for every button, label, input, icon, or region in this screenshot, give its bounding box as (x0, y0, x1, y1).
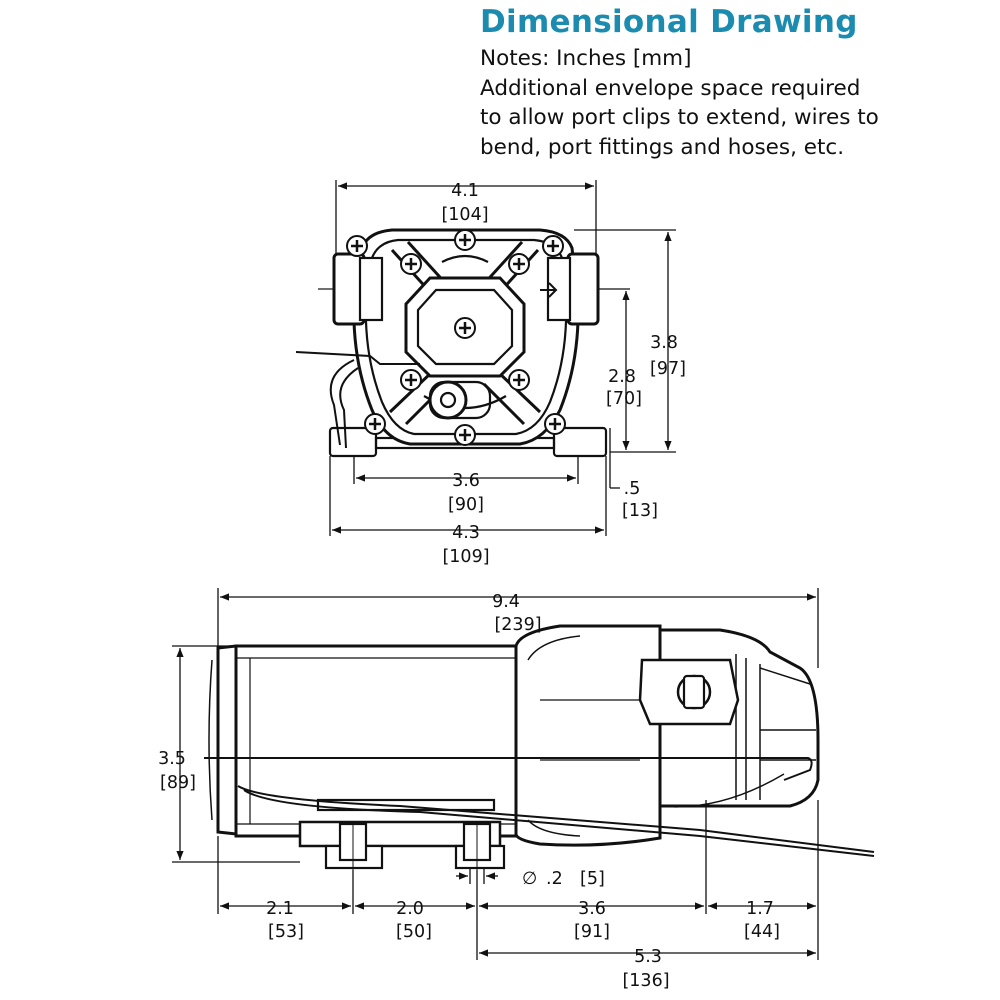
dim-mount-spacing-mm: [90] (448, 495, 484, 515)
end-view-pump (295, 228, 608, 458)
dim-port-height-mm: [70] (606, 389, 642, 409)
dim-mount-spacing-in: 3.6 (452, 471, 480, 491)
dim-base-width-mm: [109] (442, 547, 489, 567)
dim-seg-b-mm: [50] (396, 922, 432, 942)
dim-base-width-in: 4.3 (452, 523, 480, 543)
side-view-pump (204, 624, 875, 870)
end-view-dimension-lines (329, 180, 676, 536)
dim-overall-length-in: 9.4 (492, 592, 520, 612)
notes-units: Notes: Inches [mm] (480, 46, 692, 71)
dim-height-total-in: 3.8 (650, 333, 678, 353)
dim-seg-c-mm: [91] (574, 922, 610, 942)
dim-seg-b-in: 2.0 (396, 899, 424, 919)
dim-overall-length-mm: [239] (494, 615, 541, 635)
dim-seg-a-in: 2.1 (266, 899, 294, 919)
diameter-symbol: ∅ (522, 869, 537, 889)
notes-line: to allow port clips to extend, wires to (480, 105, 879, 130)
dim-seg-e-in: 5.3 (634, 947, 662, 967)
dim-hole-mm: [5] (580, 869, 605, 889)
dim-seg-d-mm: [44] (744, 922, 780, 942)
dim-foot-height-mm: [13] (622, 501, 658, 521)
dim-seg-d-in: 1.7 (746, 899, 774, 919)
dim-seg-e-mm: [136] (622, 971, 669, 991)
dim-port-height-in: 2.8 (608, 367, 636, 387)
dim-width-top-mm: [104] (441, 205, 488, 225)
dim-foot-height-in: .5 (624, 479, 641, 499)
dim-seg-c-in: 3.6 (578, 899, 606, 919)
notes-block: Notes: Inches [mm] Additional envelope s… (480, 44, 990, 162)
dim-height-in: 3.5 (158, 749, 186, 769)
notes-line: Additional envelope space required (480, 75, 861, 101)
dim-height-total-mm: [97] (650, 359, 686, 379)
dim-seg-a-mm: [53] (268, 922, 304, 942)
dim-width-top-in: 4.1 (451, 181, 479, 201)
side-view-dimension-lines (172, 588, 819, 960)
dim-height-mm: [89] (160, 773, 196, 793)
page-title: Dimensional Drawing (480, 4, 858, 40)
notes-line: bend, port fittings and hoses, etc. (480, 134, 845, 160)
dim-hole-in: .2 (546, 869, 563, 889)
